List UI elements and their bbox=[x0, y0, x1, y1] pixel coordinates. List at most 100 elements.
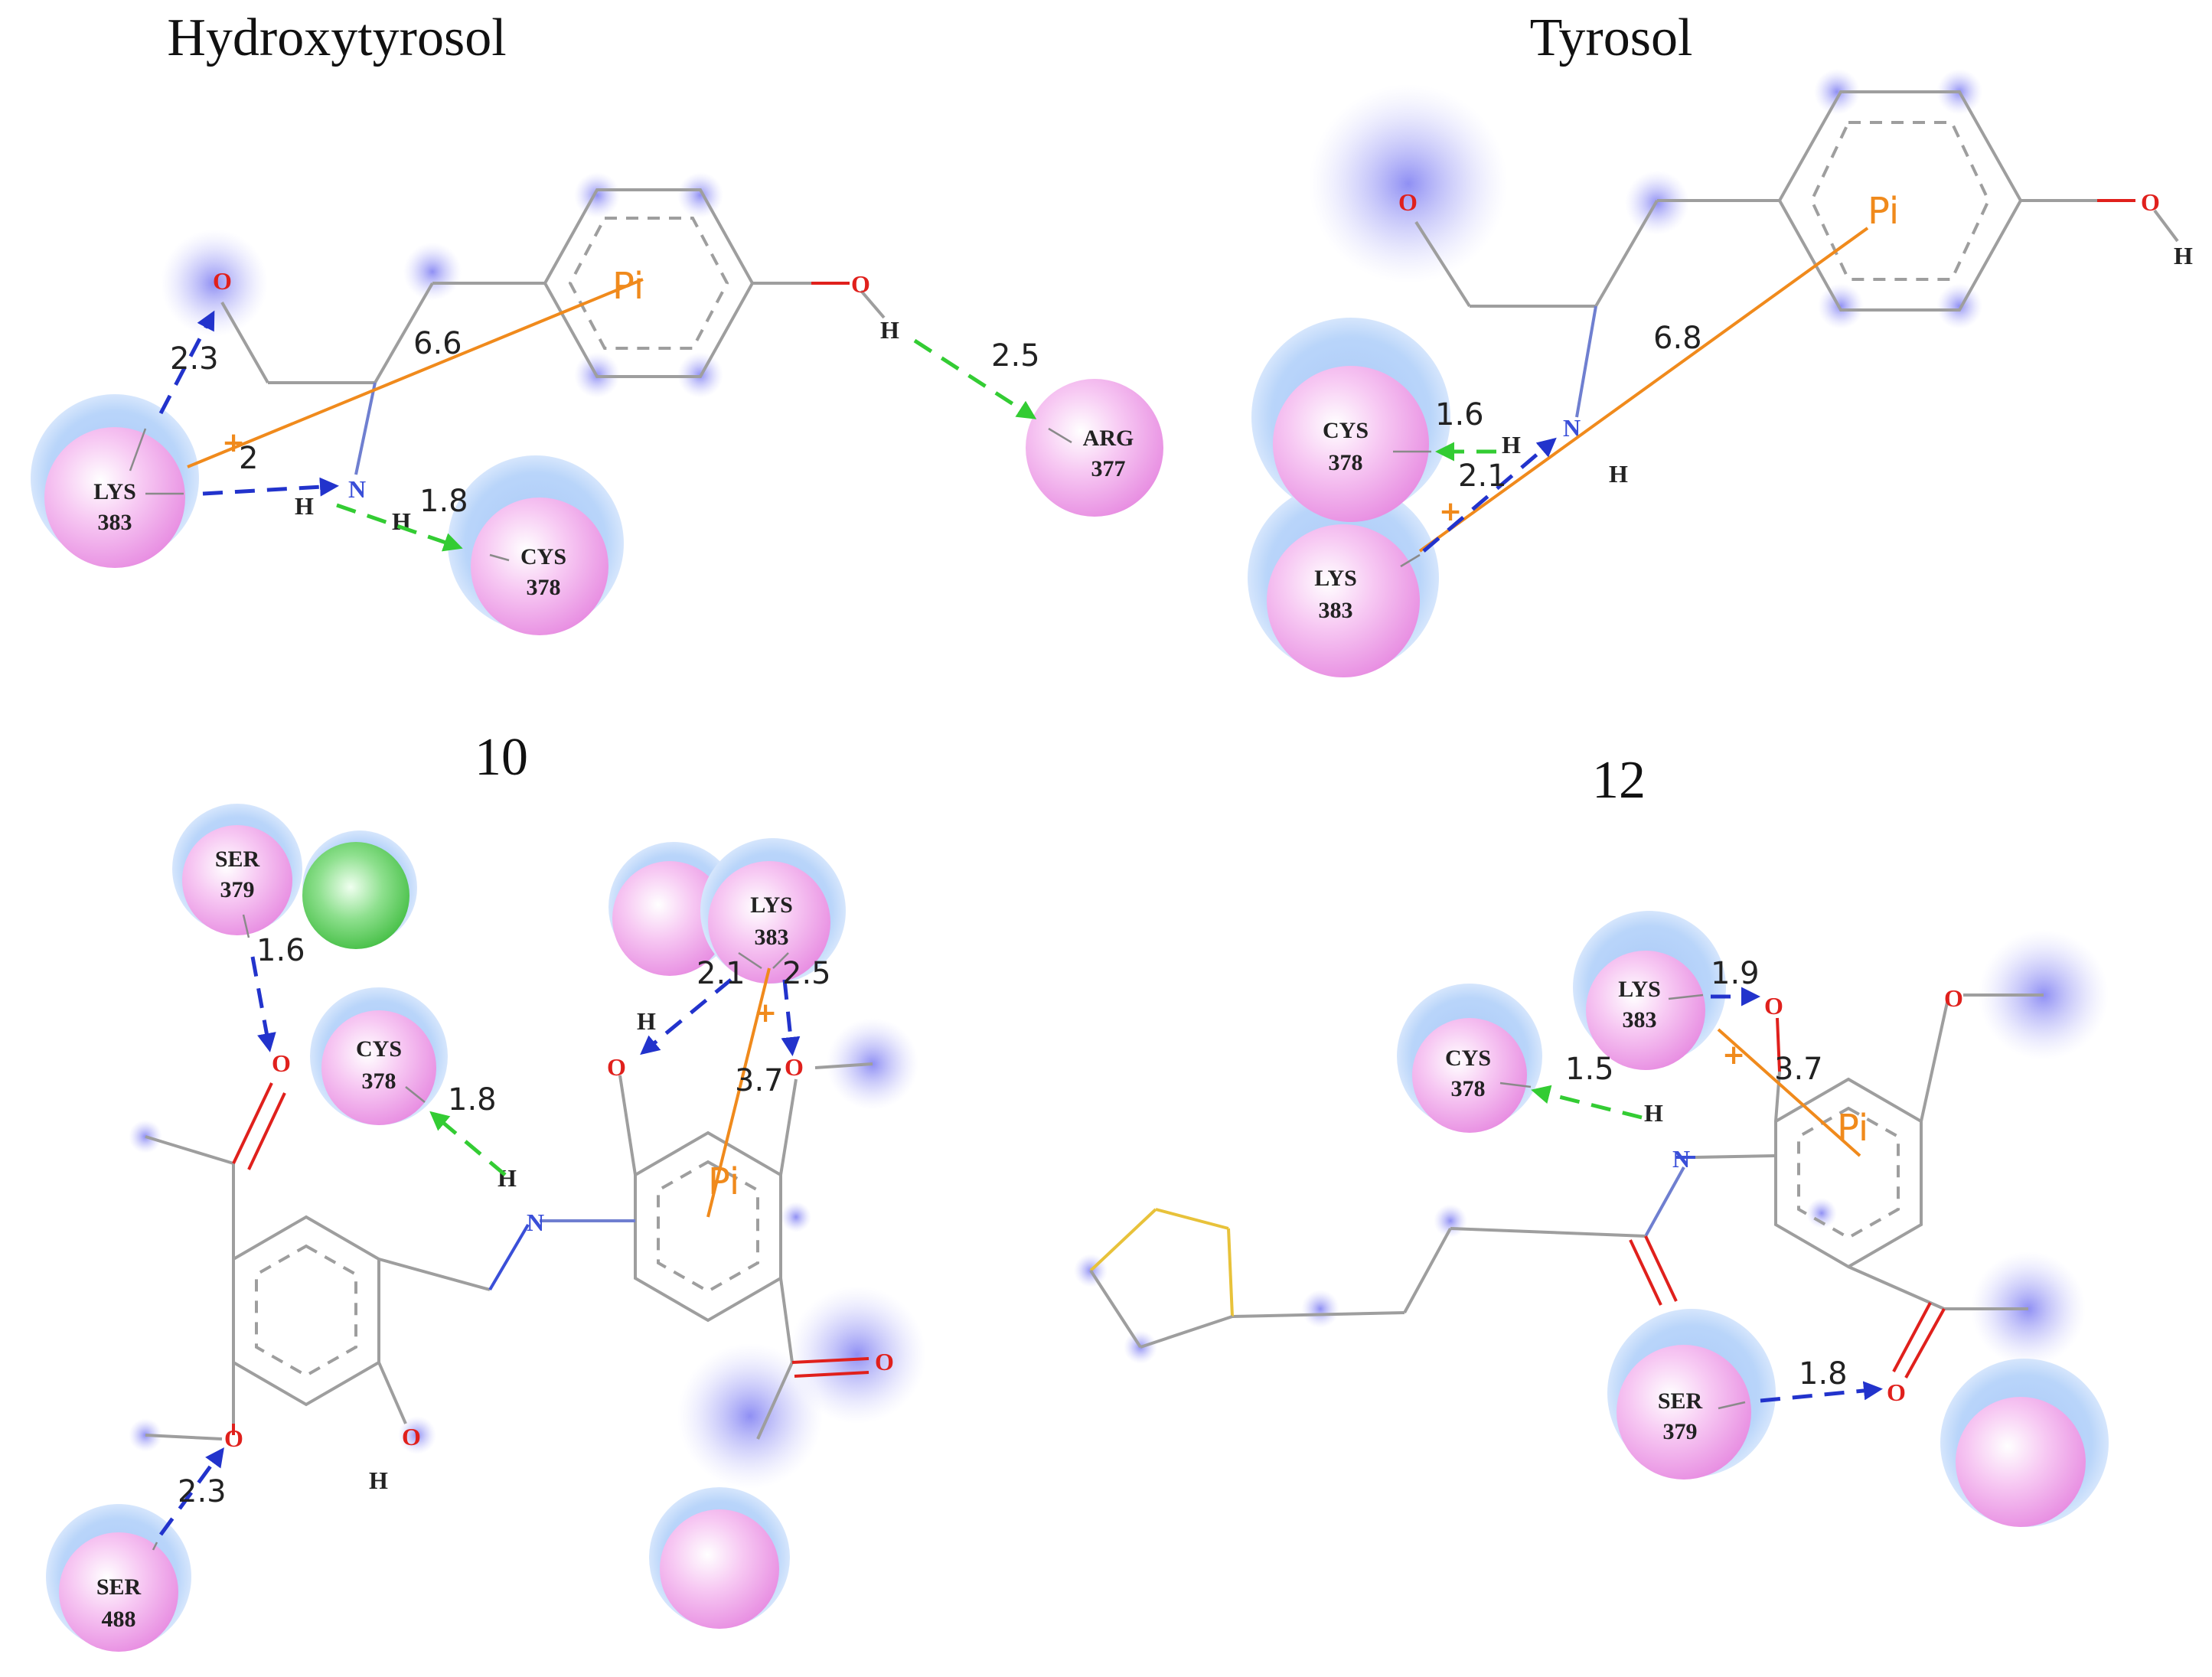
oxygen-atom: O bbox=[785, 1053, 804, 1081]
hydrogen-atom: H bbox=[369, 1467, 388, 1494]
residue-sphere bbox=[321, 1010, 436, 1125]
distance-label: 2.5 bbox=[991, 338, 1040, 374]
pi-label: Pi bbox=[1837, 1107, 1868, 1150]
residue-cys-378: CYS 378 bbox=[310, 987, 448, 1125]
unlabeled-residue-sphere bbox=[302, 842, 409, 949]
bond bbox=[1629, 1239, 1662, 1306]
bond bbox=[1227, 1228, 1234, 1317]
residue-number: 378 bbox=[362, 1069, 396, 1094]
hbond-arrow bbox=[1422, 437, 1557, 553]
residue-tether bbox=[489, 553, 510, 562]
panel-compound-10: 10 bbox=[46, 728, 926, 1652]
bond bbox=[794, 1371, 869, 1378]
bond bbox=[1920, 998, 1949, 1122]
hbond-arrow bbox=[202, 477, 339, 497]
residue-tether bbox=[1668, 993, 1704, 1000]
residue-sphere bbox=[471, 498, 608, 635]
bond bbox=[2153, 209, 2179, 243]
bond bbox=[1089, 1269, 1142, 1349]
aromatic-ring bbox=[1777, 90, 2023, 312]
solvent-exposure-shade bbox=[1434, 1204, 1467, 1238]
cation-plus: + bbox=[1722, 1039, 1745, 1071]
residue-ser-379: SER 379 bbox=[172, 804, 302, 935]
panel-title: Hydroxytyrosol bbox=[167, 8, 506, 67]
distance-label: 1.5 bbox=[1565, 1052, 1614, 1087]
distance-label: 2.3 bbox=[170, 341, 219, 377]
solvent-exposure-shade bbox=[398, 1416, 436, 1454]
bond bbox=[1575, 305, 1597, 418]
bond bbox=[1089, 1208, 1157, 1272]
bond bbox=[232, 1082, 273, 1164]
residue-sphere bbox=[1267, 524, 1420, 677]
oxygen-atom: O bbox=[272, 1049, 291, 1077]
cation-plus: + bbox=[754, 997, 777, 1029]
distance-label: 1.6 bbox=[256, 933, 305, 968]
pi-label: Pi bbox=[708, 1160, 739, 1203]
residue-lys-383: LYS 383 bbox=[1248, 482, 1439, 677]
nitrogen-atom: N bbox=[348, 475, 366, 503]
ligand-skeleton bbox=[1414, 90, 2179, 418]
residue-tether bbox=[738, 951, 762, 970]
residue-name: LYS bbox=[750, 892, 793, 918]
residue-lys-383: LYS 383 bbox=[31, 394, 199, 568]
oxygen-atom: O bbox=[851, 270, 870, 298]
residue-tether bbox=[1400, 553, 1421, 568]
hbond-arrow bbox=[429, 1111, 507, 1176]
residue-tether bbox=[242, 914, 250, 938]
bond bbox=[1155, 1208, 1229, 1230]
residue-cys-378: CYS 378 bbox=[1251, 318, 1450, 522]
aromatic-ring-inner bbox=[568, 217, 729, 350]
bond bbox=[814, 1062, 873, 1069]
residue-number: 379 bbox=[1663, 1419, 1698, 1444]
hydrogen-atom: H bbox=[1644, 1099, 1663, 1127]
panel-title: 10 bbox=[475, 728, 528, 787]
solvent-exposure-shade bbox=[574, 172, 620, 218]
solvent-exposure-shade bbox=[1806, 1198, 1837, 1228]
ligand-skeleton bbox=[220, 188, 886, 475]
hydrogen-atom: H bbox=[2174, 242, 2193, 269]
hbond-arrow bbox=[1760, 1381, 1883, 1403]
pi-cation-line bbox=[1717, 1028, 1861, 1157]
hbond-arrow bbox=[1531, 1085, 1643, 1120]
bond bbox=[145, 1434, 223, 1440]
bond bbox=[1644, 1166, 1685, 1237]
residue-ser-488: SER 488 bbox=[46, 1504, 191, 1652]
oxygen-atom: O bbox=[213, 267, 232, 295]
nitrogen-atom: N bbox=[527, 1209, 544, 1236]
bond bbox=[1774, 1071, 1781, 1122]
pi-label: Pi bbox=[1868, 190, 1899, 233]
hydrogen-atom: H bbox=[498, 1164, 517, 1192]
residue-number: 377 bbox=[1091, 456, 1126, 481]
oxygen-atom: O bbox=[224, 1424, 243, 1452]
hbond-arrow bbox=[913, 338, 1037, 419]
residue-name: CYS bbox=[520, 544, 566, 569]
unlabeled-residue-sphere bbox=[1956, 1397, 2086, 1527]
distance-label: 3.7 bbox=[1774, 1052, 1823, 1087]
hydrogen-atom: H bbox=[295, 492, 314, 520]
panel-hydroxytyrosol: Hydroxytyrosol O N H H O H bbox=[31, 8, 1163, 635]
residue-number: 383 bbox=[1623, 1007, 1657, 1033]
residue-number: 378 bbox=[1329, 450, 1363, 475]
residue-sphere bbox=[1026, 379, 1163, 517]
bond bbox=[1644, 1235, 1678, 1302]
oxygen-atom: O bbox=[875, 1348, 894, 1375]
residue-cys-378: CYS 378 bbox=[448, 455, 624, 635]
ligand-skeleton bbox=[145, 1062, 873, 1440]
hbond-arrow bbox=[781, 979, 801, 1056]
hydrogen-atom: H bbox=[637, 1007, 656, 1035]
residue-tether bbox=[772, 952, 789, 969]
residue-sphere bbox=[59, 1532, 178, 1652]
residue-name: ARG bbox=[1083, 426, 1134, 451]
bond bbox=[1904, 1308, 1946, 1378]
panel-compound-12: 12 bbox=[1074, 751, 2109, 1527]
bond bbox=[247, 1092, 286, 1170]
bond bbox=[1450, 1227, 1646, 1238]
solvent-exposure-shade bbox=[161, 230, 268, 337]
bond bbox=[145, 1135, 234, 1165]
nitrogen-atom: N bbox=[1672, 1145, 1690, 1173]
bond bbox=[1848, 1265, 1945, 1310]
distance-label: 1.9 bbox=[1711, 956, 1760, 991]
residue-tether bbox=[152, 1542, 158, 1551]
